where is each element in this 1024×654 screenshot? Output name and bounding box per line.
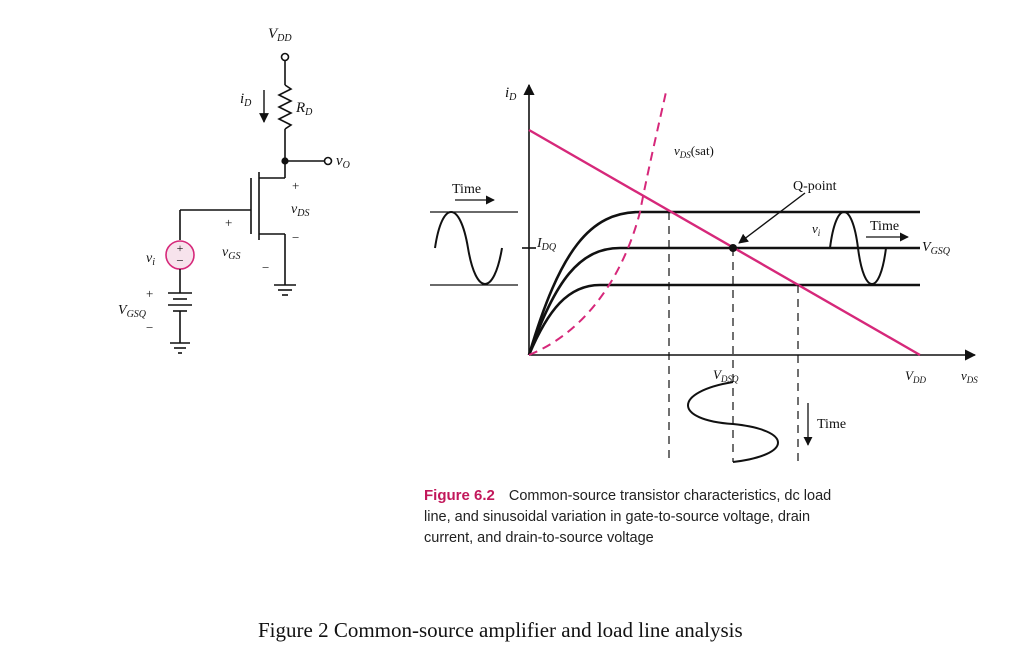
q-point-label: Q-point: [793, 179, 837, 194]
vdd-label: VDD: [268, 26, 292, 44]
vgs-plus: +: [225, 215, 232, 230]
output-terminal: [323, 156, 333, 166]
idq-label: IDQ: [536, 236, 557, 253]
caption-line-2: line, and sinusoidal variation in gate-t…: [424, 509, 810, 525]
right-sinusoid: [829, 211, 887, 285]
characteristics-graph: [430, 83, 977, 463]
y-axis-label: iD: [505, 85, 517, 103]
circuit-schematic: [165, 52, 333, 354]
id-label: iD: [240, 91, 252, 109]
source-ground-icon: [274, 284, 296, 296]
vds-minus: −: [292, 230, 299, 245]
vgs-label: vGS: [222, 245, 240, 262]
vi-label: vi: [146, 251, 155, 268]
left-sinusoid: [434, 211, 503, 285]
caption-figure-label: Figure 6.2: [424, 487, 495, 504]
footer-title: Figure 2 Common-source amplifier and loa…: [258, 618, 743, 642]
rd-label: RD: [295, 100, 313, 118]
vgsq-label: VGSQ: [118, 303, 147, 320]
vgsq-graph-label: VGSQ: [922, 240, 951, 257]
vi-source-plus: +: [177, 241, 184, 255]
left-time-label: Time: [452, 182, 481, 197]
caption-line-3: current, and drain-to-source voltage: [424, 530, 654, 546]
vo-label: vO: [336, 153, 350, 171]
vdd-tick-label: VDD: [905, 368, 926, 385]
vgsq-plus: +: [146, 286, 153, 301]
vi-graph-label: vi: [812, 221, 821, 238]
vgs-minus: −: [262, 260, 269, 275]
vdsq-label: VDSQ: [713, 367, 739, 384]
vi-source-minus: −: [176, 253, 183, 268]
curve-lower: [527, 283, 920, 356]
vdd-terminal: [280, 52, 290, 62]
bottom-sinusoid: [687, 381, 779, 463]
gate-ground-icon: [170, 342, 190, 354]
vds-sat-label: vDS(sat): [674, 143, 714, 160]
q-point-arrow: [738, 192, 806, 244]
vds-sat-curve: [528, 91, 667, 356]
x-axis-label: vDS: [961, 368, 978, 385]
drain-resistor: [277, 84, 293, 130]
vgsq-minus: −: [146, 320, 153, 335]
vds-label: vDS: [291, 202, 309, 219]
right-time-label: Time: [870, 219, 899, 234]
load-line: [528, 128, 921, 357]
vds-plus: +: [292, 178, 299, 193]
q-point-dot: [729, 244, 737, 252]
bottom-time-label: Time: [817, 417, 846, 432]
caption-line-1: Figure 6.2 Common-source transistor char…: [424, 487, 831, 504]
curve-upper: [527, 210, 920, 356]
figure-caption: Figure 6.2 Common-source transistor char…: [424, 487, 831, 546]
vgsq-battery-icon: [168, 292, 192, 312]
curve-middle: [527, 246, 920, 356]
